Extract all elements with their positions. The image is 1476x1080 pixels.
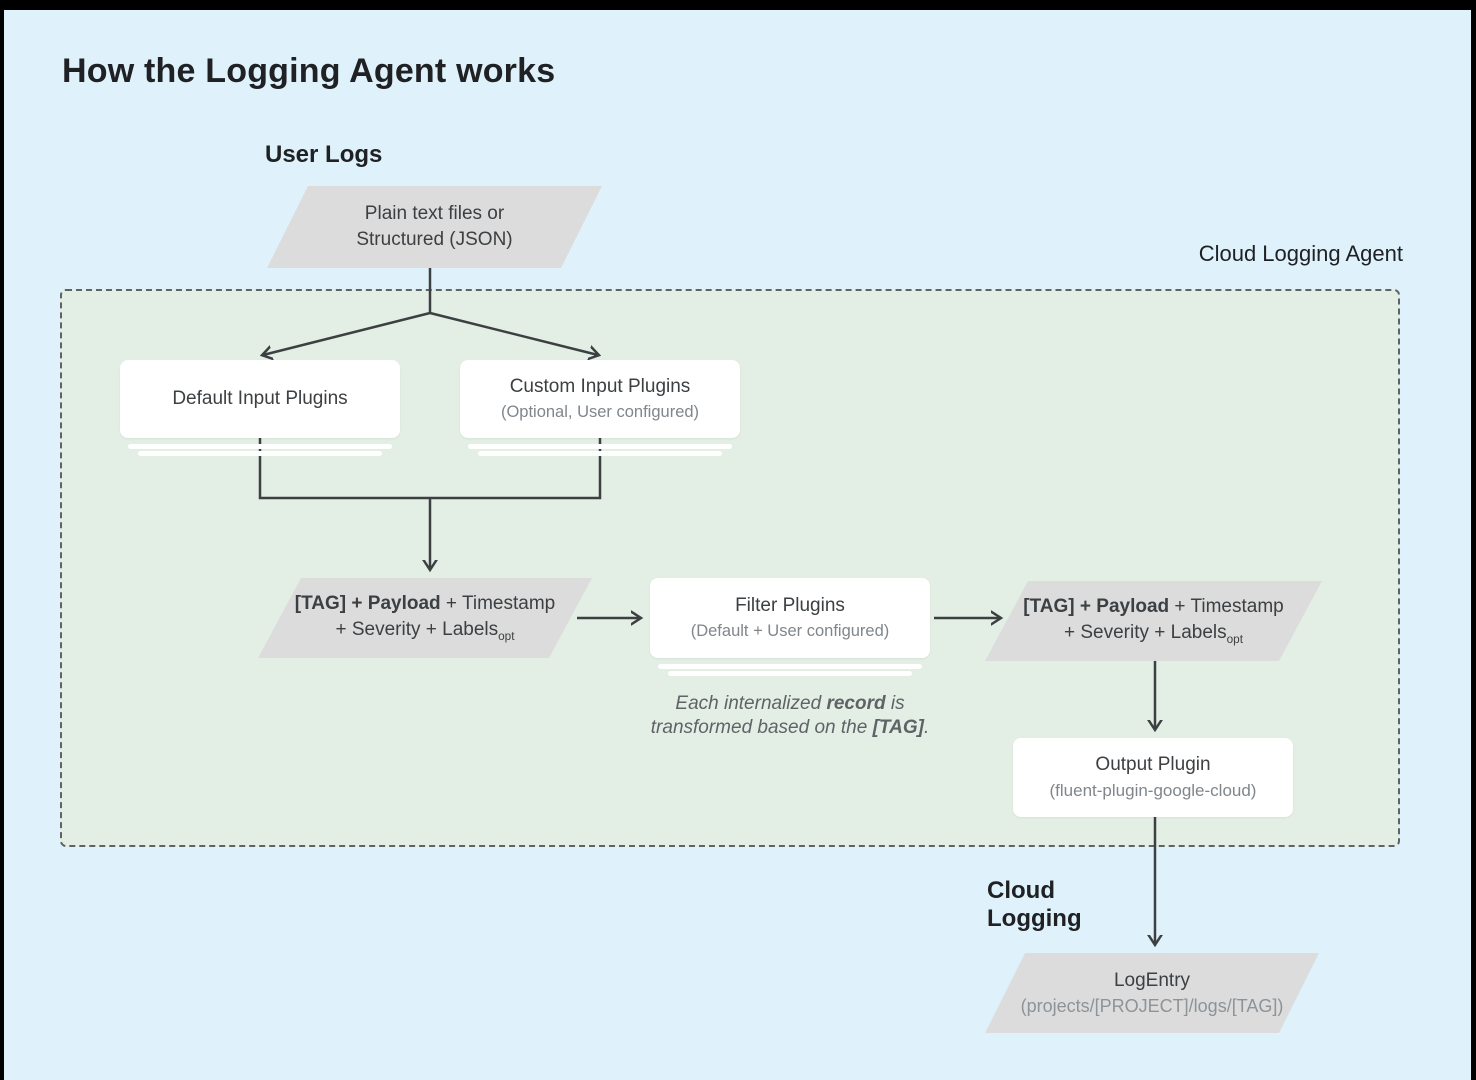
custom-input-plugins-subtitle: (Optional, User configured): [500, 402, 700, 421]
filter-plugins-subtitle: (Default + User configured): [690, 621, 890, 640]
page-title: How the Logging Agent works: [62, 52, 556, 90]
stack-bar: [128, 444, 392, 449]
output-plugin-title: Output Plugin: [1095, 754, 1211, 776]
log-record-left-line1: [TAG] + Payload + Timestamp: [295, 591, 555, 617]
log-entry-subtitle: (projects/[PROJECT]/logs/[TAG]): [1020, 995, 1284, 1016]
default-input-plugins-node: Default Input Plugins: [120, 360, 400, 438]
user-logs-label: User Logs: [265, 141, 383, 168]
log-record-right-line1: [TAG] + Payload + Timestamp: [1023, 594, 1283, 620]
log-record-right-bold: [TAG] + Payload: [1023, 596, 1170, 618]
log-entry-node: LogEntry (projects/[PROJECT]/logs/[TAG]): [985, 953, 1319, 1033]
custom-input-plugins-node: Custom Input Plugins (Optional, User con…: [460, 360, 740, 438]
filter-note: Each internalized record is transformed …: [650, 693, 930, 738]
filter-plugins-title: Filter Plugins: [735, 594, 845, 616]
output-plugin-node: Output Plugin (fluent-plugin-google-clou…: [1013, 738, 1293, 817]
log-entry-title: LogEntry: [1113, 970, 1191, 992]
default-input-plugins-title: Default Input Plugins: [172, 387, 348, 409]
log-record-right-line2: + Severity + Labelsopt: [1063, 621, 1243, 646]
log-record-left-bold: [TAG] + Payload: [294, 593, 441, 615]
stack-bar: [138, 451, 382, 456]
cloud-logging-label: Cloud Logging: [987, 877, 1082, 932]
log-record-right-node: [TAG] + Payload + Timestamp + Severity +…: [985, 581, 1322, 661]
output-plugin-subtitle: (fluent-plugin-google-cloud): [1049, 780, 1257, 800]
custom-input-plugins-title: Custom Input Plugins: [509, 375, 691, 397]
user-input-node: Plain text files or Structured (JSON): [267, 186, 602, 268]
stack-bar: [468, 444, 732, 449]
user-input-line1: Plain text files or: [364, 203, 505, 225]
user-input-line2: Structured (JSON): [356, 229, 513, 250]
filter-plugins-node: Filter Plugins (Default + User configure…: [650, 578, 930, 658]
log-record-left-line2: + Severity + Labelsopt: [335, 618, 515, 643]
stack-bar: [478, 451, 722, 456]
stack-bar: [658, 664, 922, 669]
log-record-left-rest: + Timestamp: [440, 593, 556, 615]
stack-bar: [668, 671, 912, 676]
log-record-right-rest: + Timestamp: [1169, 596, 1284, 618]
log-record-left-node: [TAG] + Payload + Timestamp + Severity +…: [258, 578, 592, 658]
cloud-logging-agent-label: Cloud Logging Agent: [1198, 241, 1403, 266]
